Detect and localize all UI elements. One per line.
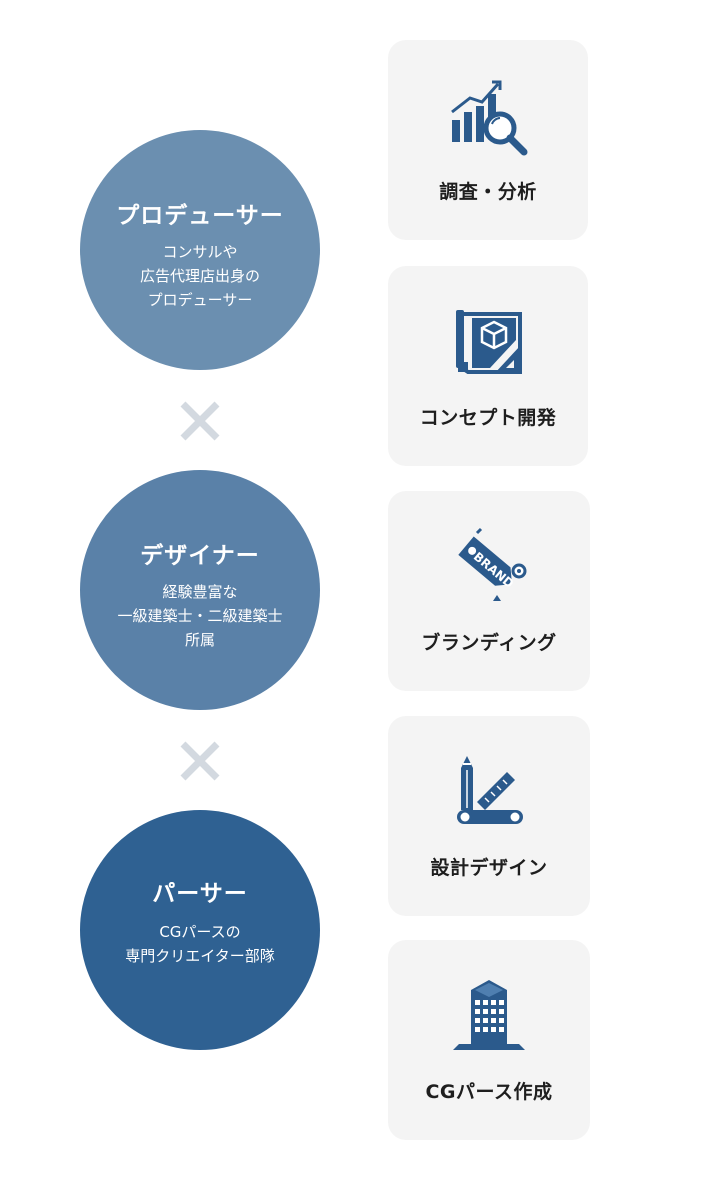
blueprint-cube-icon [456, 310, 522, 374]
times-icon [180, 741, 220, 781]
times-icon [180, 401, 220, 441]
pencil-ruler-icon [457, 756, 523, 824]
role-circle-designer: デザイナー 経験豊富な 一級建築士・二級建築士 所属 [80, 470, 320, 710]
service-label: 調査・分析 [439, 181, 537, 203]
service-card-research: 調査・分析 [388, 40, 588, 240]
service-label: CGパース作成 [425, 1081, 553, 1103]
service-label: 設計デザイン [430, 857, 548, 879]
service-card-branding: BRAND ブランディング [388, 491, 590, 691]
service-label: ブランディング [421, 632, 557, 654]
service-card-cg-perspective: CGパース作成 [388, 940, 590, 1140]
brand-tag-icon: BRAND [458, 527, 527, 601]
role-title: パーサー [152, 881, 248, 907]
role-circle-producer: プロデューサー コンサルや 広告代理店出身の プロデューサー [80, 130, 320, 370]
service-label: コンセプト開発 [419, 407, 557, 429]
role-title: プロデューサー [116, 203, 284, 229]
role-circle-perser: パーサー CGパースの 専門クリエイター部隊 [80, 810, 320, 1050]
service-card-concept: コンセプト開発 [388, 266, 588, 466]
role-description: コンサルや 広告代理店出身の プロデューサー [139, 243, 260, 309]
role-description: CGパースの 専門クリエイター部隊 [125, 923, 275, 965]
role-title: デザイナー [140, 543, 260, 569]
service-card-design: 設計デザイン [388, 716, 590, 916]
role-description: 経験豊富な 一級建築士・二級建築士 所属 [117, 583, 283, 649]
chart-magnifier-icon [451, 80, 528, 156]
building-icon [453, 980, 525, 1050]
